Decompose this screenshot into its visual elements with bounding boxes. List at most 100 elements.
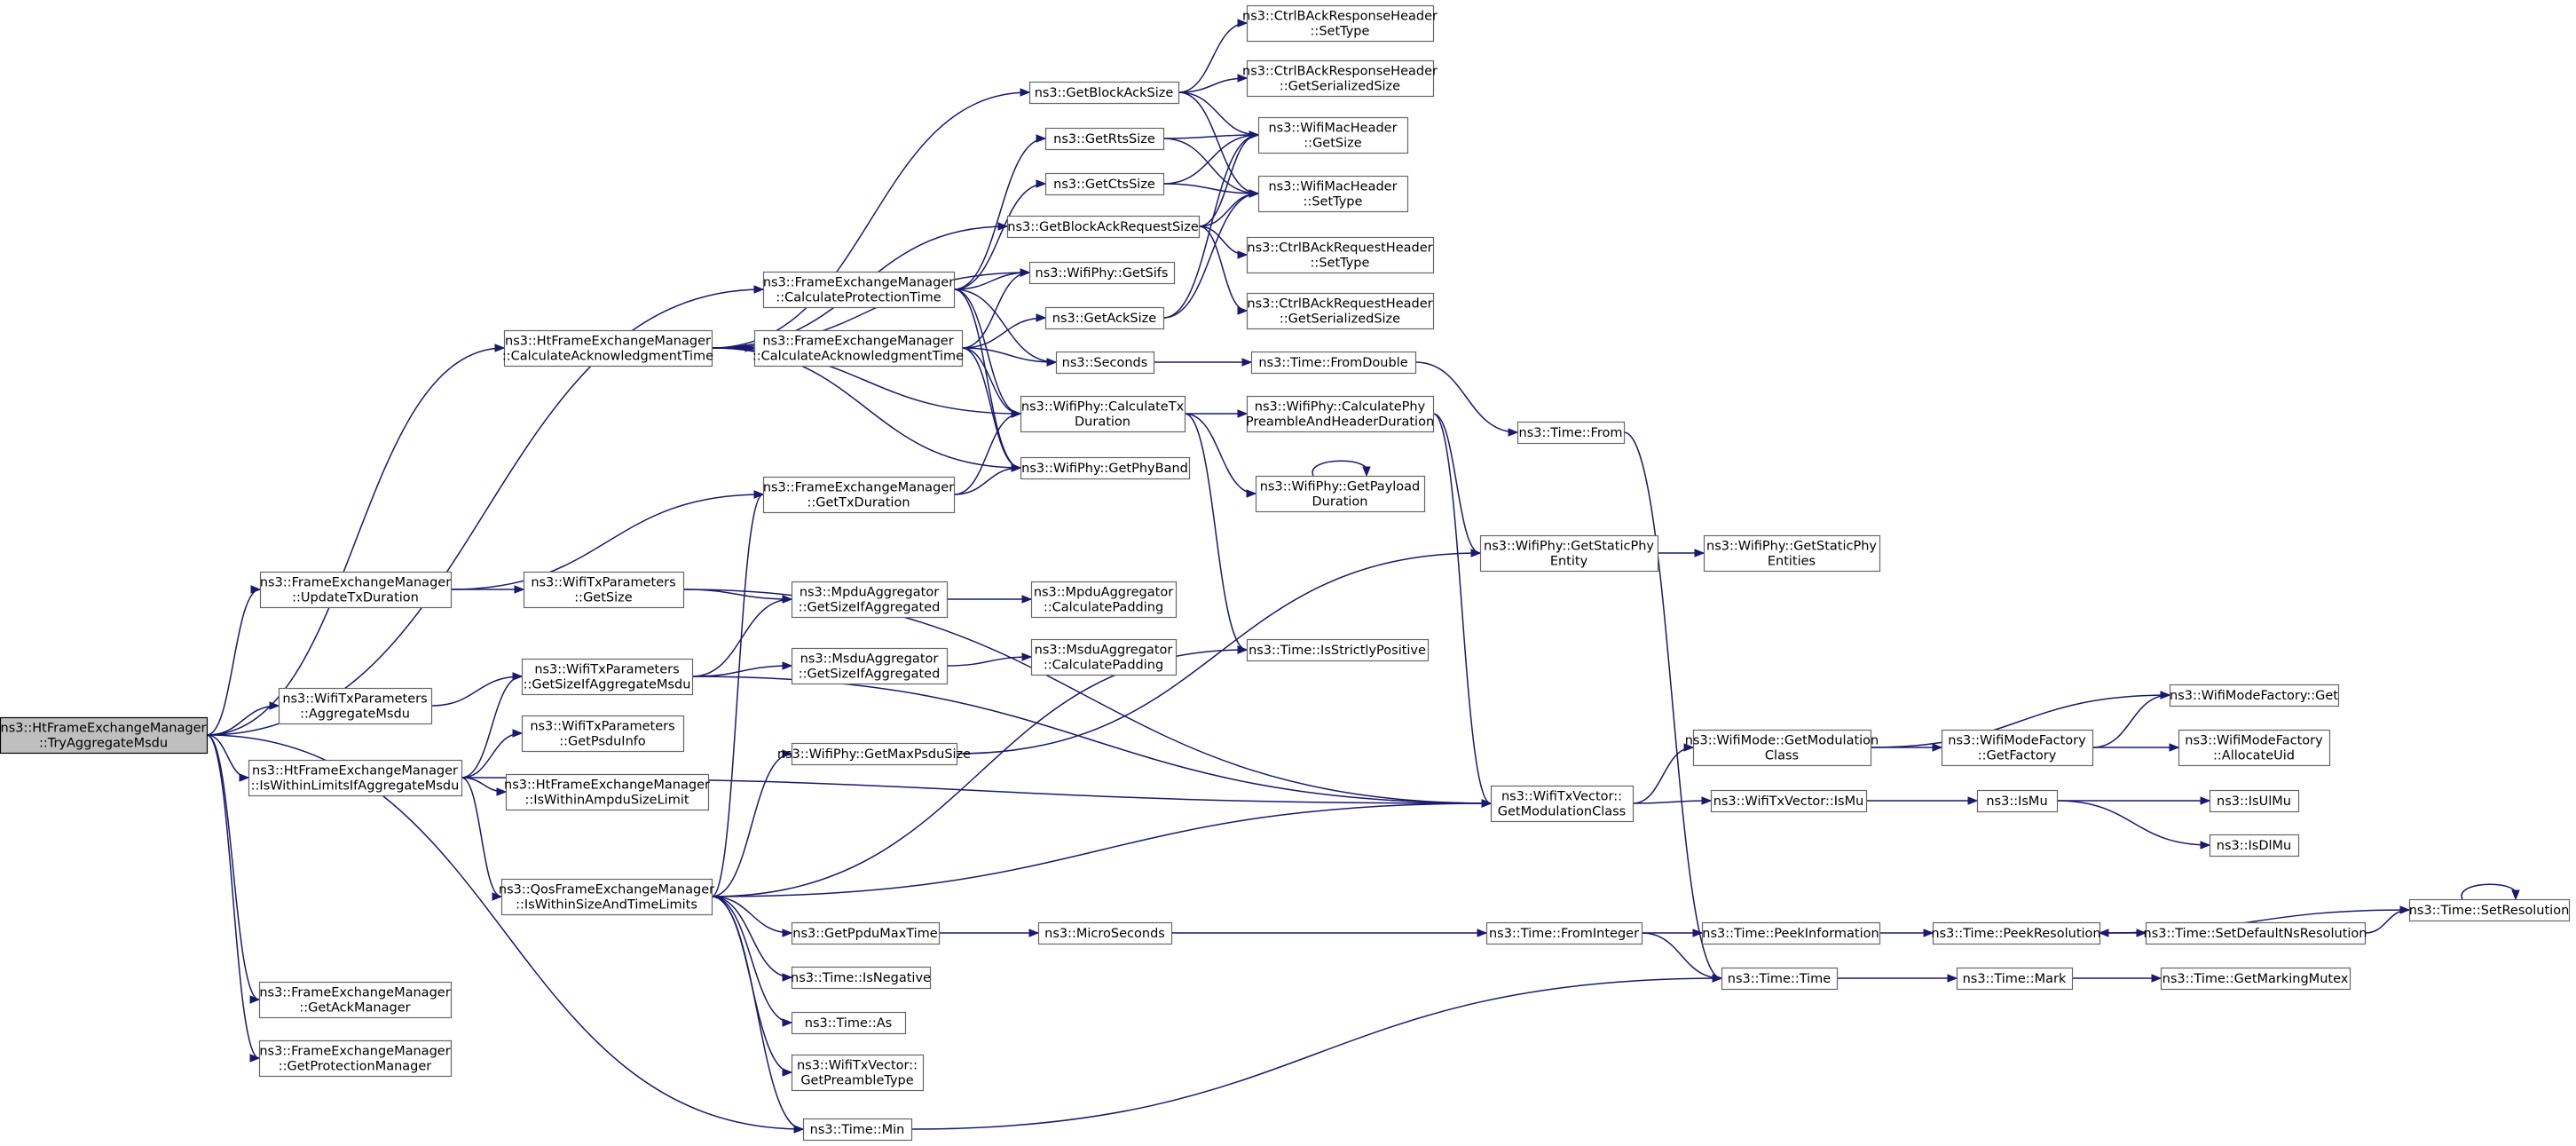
node-phyGetBand[interactable]: ns3::WifiPhy::GetPhyBand: [1020, 456, 1191, 480]
node-modeFactoryGetFactory[interactable]: ns3::WifiModeFactory::GetFactory: [1941, 729, 2094, 767]
node-getBlockAckReqSize[interactable]: ns3::GetBlockAckRequestSize: [1006, 215, 1201, 239]
node-getRtsSize[interactable]: ns3::GetRtsSize: [1044, 127, 1165, 151]
node-label: ns3::WifiPhy::GetSifs: [1036, 266, 1169, 281]
node-timeFromInteger[interactable]: ns3::Time::FromInteger: [1485, 921, 1643, 945]
node-timeFrom[interactable]: ns3::Time::From: [1516, 421, 1626, 445]
call-edge: [953, 288, 1022, 418]
node-timeMark[interactable]: ns3::Time::Mark: [1956, 967, 2074, 991]
node-timePeekRes[interactable]: ns3::Time::PeekResolution: [1931, 921, 2101, 945]
node-microSeconds[interactable]: ns3::MicroSeconds: [1037, 921, 1173, 945]
node-mpduPad[interactable]: ns3::MpduAggregator::CalculatePadding: [1030, 581, 1178, 619]
node-mpduGetSize[interactable]: ns3::MpduAggregator::GetSizeIfAggregated: [791, 581, 949, 619]
edge-line: [1184, 413, 1248, 651]
edge-arrowhead: [492, 892, 503, 901]
node-timeFromDouble[interactable]: ns3::Time::FromDouble: [1250, 351, 1417, 375]
node-root[interactable]: ns3::HtFrameExchangeManager::TryAggregat…: [0, 716, 209, 755]
node-box: [1028, 261, 1176, 285]
node-modeGetModClass[interactable]: ns3::WifiMode::GetModulationClass: [1685, 729, 1879, 767]
node-baRespSerSize[interactable]: ns3::CtrlBAckResponseHeader::GetSerializ…: [1242, 59, 1438, 98]
node-txvGetPreamble[interactable]: ns3::WifiTxVector::GetPreambleType: [791, 1054, 925, 1092]
node-timeIsStrictPos[interactable]: ns3::Time::IsStrictlyPositive: [1246, 638, 1430, 662]
call-edge: [1623, 431, 1723, 983]
node-fmGetTxDur[interactable]: ns3::FrameExchangeManager::GetTxDuration: [763, 476, 956, 514]
node-txGetSizeIfAgg[interactable]: ns3::WifiTxParameters::GetSizeIfAggregat…: [521, 658, 694, 696]
node-txvIsMu[interactable]: ns3::WifiTxVector::IsMu: [1710, 789, 1868, 813]
call-edge: [1178, 19, 1249, 93]
node-txAggMsdu[interactable]: ns3::WifiTxParameters::AggregateMsdu: [278, 687, 433, 725]
node-isUlMu[interactable]: ns3::IsUlMu: [2209, 789, 2300, 813]
node-timeIsNeg[interactable]: ns3::Time::IsNegative: [791, 966, 932, 990]
node-timeAs[interactable]: ns3::Time::As: [791, 1011, 907, 1035]
node-getAckSize[interactable]: ns3::GetAckSize: [1044, 306, 1165, 330]
node-timeMin[interactable]: ns3::Time::Min: [802, 1118, 913, 1142]
node-txGetPsdu[interactable]: ns3::WifiTxParameters::GetPsduInfo: [521, 715, 685, 753]
node-box: [1485, 921, 1643, 945]
node-msduPad[interactable]: ns3::MsduAggregator::CalculatePadding: [1030, 638, 1178, 676]
edge-arrowhead: [1508, 428, 1519, 437]
node-timeSetRes[interactable]: ns3::Time::SetResolution: [2409, 898, 2571, 922]
node-label: ::GetSerializedSize: [1280, 312, 1400, 327]
node-baReqSerSize[interactable]: ns3::CtrlBAckRequestHeader::GetSerialize…: [1246, 292, 1435, 330]
node-getCtsSize[interactable]: ns3::GetCtsSize: [1044, 172, 1165, 196]
edge-line: [430, 676, 523, 707]
node-timePeekInfo[interactable]: ns3::Time::PeekInformation: [1701, 921, 1881, 945]
edge-arrowhead: [250, 585, 262, 594]
edge-line: [961, 347, 1021, 415]
node-macSetType[interactable]: ns3::WifiMacHeader::SetType: [1257, 175, 1409, 213]
node-fmUpdateTx[interactable]: ns3::FrameExchangeManager::UpdateTxDurat…: [260, 571, 453, 609]
node-htCalcAck[interactable]: ns3::HtFrameExchangeManager::CalculateAc…: [502, 329, 713, 368]
edge-arrowhead: [1249, 130, 1260, 139]
node-qosWithinSize[interactable]: ns3::QosFrameExchangeManager::IsWithinSi…: [499, 878, 714, 916]
node-htWithinLimits[interactable]: ns3::HtFrameExchangeManager::IsWithinLim…: [248, 759, 463, 797]
node-txGetSize[interactable]: ns3::WifiTxParameters::GetSize: [523, 571, 685, 609]
node-label: ns3::Time::As: [805, 1016, 892, 1031]
node-phyCalcPreamble[interactable]: ns3::WifiPhy::CalculatePhyPreambleAndHea…: [1246, 395, 1434, 433]
node-timeSetDefaultNs[interactable]: ns3::Time::SetDefaultNsResolution: [2144, 921, 2367, 945]
call-edge: [1178, 91, 1260, 139]
call-edge: [1178, 74, 1249, 93]
node-getBlockAckSize[interactable]: ns3::GetBlockAckSize: [1028, 81, 1180, 105]
node-txvGetModClass[interactable]: ns3::WifiTxVector::GetModulationClass: [1490, 785, 1635, 823]
node-isDlMu[interactable]: ns3::IsDlMu: [2209, 834, 2300, 858]
node-box: [791, 966, 932, 990]
node-phyGetSifs[interactable]: ns3::WifiPhy::GetSifs: [1028, 261, 1176, 285]
node-seconds[interactable]: ns3::Seconds: [1055, 351, 1155, 375]
node-fmGetProtMgr[interactable]: ns3::FrameExchangeManager::GetProtection…: [258, 1039, 453, 1078]
node-baReqSetType[interactable]: ns3::CtrlBAckRequestHeader::SetType: [1246, 236, 1435, 274]
edge-arrowhead: [782, 973, 793, 982]
call-edge: [206, 344, 506, 736]
node-fmCalcAck[interactable]: ns3::FrameExchangeManager::CalculateAckn…: [752, 329, 964, 368]
node-label: ns3::FrameExchangeManager: [260, 576, 451, 590]
node-box: [1246, 292, 1435, 330]
node-box: [791, 742, 958, 766]
node-fmCalcProt[interactable]: ns3::FrameExchangeManager::CalculateProt…: [763, 271, 956, 309]
edge-line: [961, 317, 1046, 349]
node-getPpduMax[interactable]: ns3::GetPpduMaxTime: [791, 921, 941, 945]
node-isMu[interactable]: ns3::IsMu: [1976, 789, 2059, 813]
node-baRespSetType[interactable]: ns3::CtrlBAckResponseHeader::SetType: [1242, 4, 1438, 43]
node-timeGetMarkingMutex[interactable]: ns3::Time::GetMarkingMutex: [2160, 967, 2351, 991]
node-modeFactoryAllocUid[interactable]: ns3::WifiModeFactory::AllocateUid: [2178, 729, 2331, 767]
node-modeFactoryGet[interactable]: ns3::WifiModeFactory::Get: [2169, 684, 2340, 707]
edge-arrowhead: [753, 285, 765, 294]
call-edge: [1184, 413, 1257, 498]
node-label: ns3::WifiPhy::GetMaxPsduSize: [777, 747, 971, 762]
call-edge: [953, 463, 1022, 495]
node-box: [1037, 921, 1173, 945]
node-phyGetMaxPsdu[interactable]: ns3::WifiPhy::GetMaxPsduSize: [777, 742, 971, 766]
node-msduGetSize[interactable]: ns3::MsduAggregator::GetSizeIfAggregated: [791, 647, 949, 685]
edge-arrowhead: [494, 344, 506, 352]
node-label: ns3::CtrlBAckRequestHeader: [1247, 241, 1432, 256]
edge-arrowhead: [782, 1068, 793, 1077]
edge-arrowhead: [1967, 796, 1979, 805]
node-macGetSize[interactable]: ns3::WifiMacHeader::GetSize: [1257, 116, 1409, 154]
node-fmGetAckMgr[interactable]: ns3::FrameExchangeManager::GetAckManager: [258, 981, 453, 1019]
edge-arrowhead: [2511, 889, 2520, 901]
call-edge: [1198, 225, 1249, 315]
node-htIsWithinAmpdu[interactable]: ns3::HtFrameExchangeManager::IsWithinAmp…: [504, 773, 710, 811]
node-timeTime[interactable]: ns3::Time::Time: [1721, 967, 1839, 991]
